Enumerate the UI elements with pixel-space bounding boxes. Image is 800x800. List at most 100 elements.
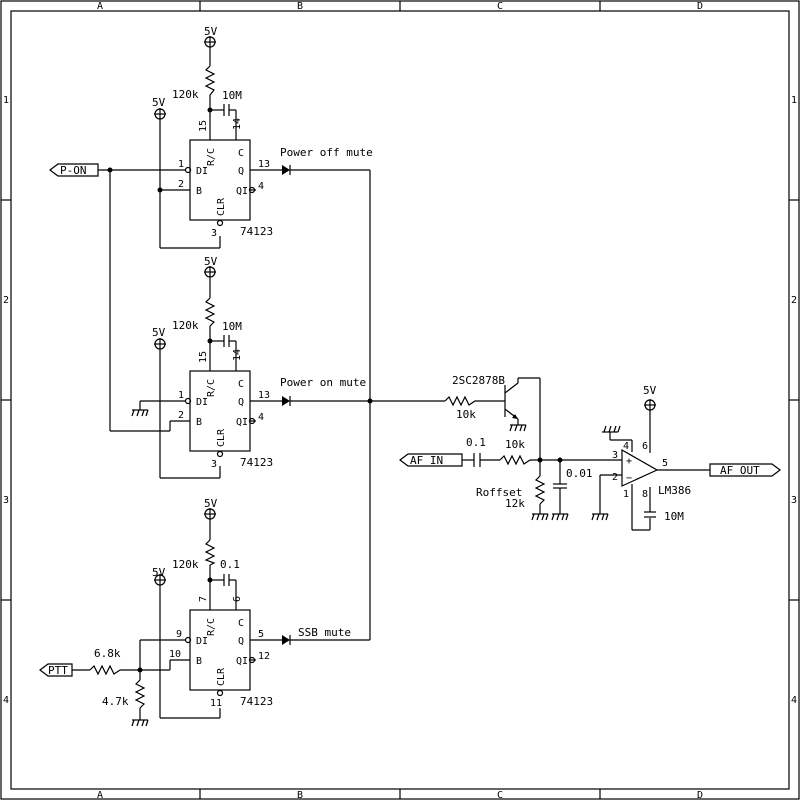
supply-5v-chip3-b: 5V xyxy=(152,566,166,586)
row-label-1-right: 1 xyxy=(791,95,797,106)
supply-label: 5V xyxy=(204,25,218,38)
chip-name: 74123 xyxy=(240,225,273,238)
pin-q-number: 13 xyxy=(258,390,270,401)
pin-di-name: DI xyxy=(196,166,208,177)
grid-labels: A B C D A B C D 1 2 3 4 1 2 3 4 xyxy=(3,1,797,800)
supply-5v-chip2-rc: 5V xyxy=(204,255,218,298)
col-label-c: C xyxy=(497,1,503,12)
pin-di-number: 9 xyxy=(176,629,182,640)
amp-pin-gnd: 4 xyxy=(623,441,629,452)
port-ptt-label: PTT xyxy=(48,664,68,677)
wiring xyxy=(72,120,710,720)
amp-pin-out: 5 xyxy=(662,458,668,469)
ptt-pulldown-resistor-value: 4.7k xyxy=(102,695,129,708)
col-label-d: D xyxy=(697,1,703,12)
resistor-icon xyxy=(204,539,216,566)
pin-q-number: 13 xyxy=(258,159,270,170)
supply-5v-chip1-rc: 5V xyxy=(204,25,218,66)
ptt-series-resistor-value: 6.8k xyxy=(94,647,121,660)
diode-icon xyxy=(282,165,290,175)
ground-icon xyxy=(602,425,621,433)
supply-label: 5V xyxy=(204,497,218,510)
port-ptt[interactable]: PTT xyxy=(39,663,73,677)
supply-5v-amp: 5V xyxy=(643,384,657,411)
supply-label: 5V xyxy=(643,384,657,397)
ground-icon xyxy=(591,513,609,521)
pin-b-number: 2 xyxy=(178,410,184,421)
row-label-2: 2 xyxy=(3,295,9,306)
input-capacitor-value: 0.1 xyxy=(466,436,486,449)
ground-icon xyxy=(551,513,569,521)
output-label: Power on mute xyxy=(280,376,366,389)
pin-clr-name: CLR xyxy=(216,428,227,447)
row-label-3-right: 3 xyxy=(791,495,797,506)
pin-di-number: 1 xyxy=(178,390,184,401)
input-resistor-value: 10k xyxy=(505,438,525,451)
pin-q-name: Q xyxy=(238,397,244,408)
af-input-path: 0.1 10k 0.01 Roffset 12k xyxy=(466,436,593,510)
capacitor-value: 0.1 xyxy=(220,558,240,571)
amp-pin-g1: 1 xyxy=(623,489,629,500)
ic-74123-power-off: 1 2 3 13 4 15 14 DI B CLR Q QI R/C C 741… xyxy=(172,65,373,239)
amp-minus-sign: − xyxy=(626,473,632,484)
col-label-c-bottom: C xyxy=(497,790,503,800)
col-label-a-bottom: A xyxy=(97,790,103,800)
supply-label: 5V xyxy=(152,326,166,339)
port-af-in-label: AF IN xyxy=(410,454,443,467)
col-label-d-bottom: D xyxy=(697,790,703,800)
amp-pin-g8: 8 xyxy=(642,489,648,500)
pin-b-number: 2 xyxy=(178,179,184,190)
pin-q-name: Q xyxy=(238,166,244,177)
pin-di-name: DI xyxy=(196,636,208,647)
row-label-3: 3 xyxy=(3,495,9,506)
pin-qn-number: 4 xyxy=(258,181,264,192)
gain-capacitor-value: 10M xyxy=(664,510,684,523)
resistor-icon xyxy=(89,664,121,676)
amp-name: LM386 xyxy=(658,484,691,497)
pin-qn-number: 4 xyxy=(258,412,264,423)
transistor-stage: 2SC2878B 10k xyxy=(444,374,505,421)
pin-clr-name: CLR xyxy=(216,197,227,216)
supply-5v-chip3-rc: 5V xyxy=(204,497,218,540)
row-label-2-right: 2 xyxy=(791,295,797,306)
pin-b-name: B xyxy=(196,417,202,428)
ic-74123-power-on: 1 2 3 13 4 15 14 DI B CLR Q QI R/C C 741… xyxy=(172,297,366,470)
capacitor-value: 10M xyxy=(222,320,242,333)
resistor-icon xyxy=(534,475,546,505)
pin-clr-number: 11 xyxy=(210,698,222,709)
resistor-icon xyxy=(204,65,216,96)
transistor-name: 2SC2878B xyxy=(452,374,505,387)
pin-c-name: C xyxy=(238,379,244,390)
pin-rc-number: 7 xyxy=(198,596,209,602)
pin-rc-number: 15 xyxy=(198,120,209,132)
pin-rc-number: 15 xyxy=(198,351,209,363)
pin-b-number: 10 xyxy=(169,649,181,660)
pin-qn-name: QI xyxy=(236,186,248,197)
supply-symbols: 5V 5V 5V 5V 5V 5V 5V xyxy=(152,25,657,586)
pin-clr-name: CLR xyxy=(216,667,227,686)
diode-icon xyxy=(282,396,290,406)
supply-label: 5V xyxy=(152,566,166,579)
base-resistor-value: 10k xyxy=(456,408,476,421)
ground-symbols xyxy=(131,409,621,727)
row-label-4-right: 4 xyxy=(791,695,797,706)
port-p-on[interactable]: P-ON xyxy=(49,163,99,177)
offset-resistor-value: 12k xyxy=(505,497,525,510)
port-af-in[interactable]: AF IN xyxy=(399,453,463,467)
supply-label: 5V xyxy=(152,96,166,109)
ground-icon xyxy=(509,424,527,432)
resistor-value: 120k xyxy=(172,558,199,571)
pin-b-name: B xyxy=(196,186,202,197)
pin-c-number: 14 xyxy=(232,349,243,361)
amp-pin-inv: 2 xyxy=(612,472,618,483)
row-label-4: 4 xyxy=(3,695,9,706)
port-af-out[interactable]: AF OUT xyxy=(709,463,781,477)
pin-clr-number: 3 xyxy=(211,459,217,470)
pin-di-name: DI xyxy=(196,397,208,408)
pin-rc-name: R/C xyxy=(206,618,217,636)
ground-icon xyxy=(131,719,149,727)
supply-5v-chip2-b: 5V xyxy=(152,326,166,350)
supply-label: 5V xyxy=(204,255,218,268)
